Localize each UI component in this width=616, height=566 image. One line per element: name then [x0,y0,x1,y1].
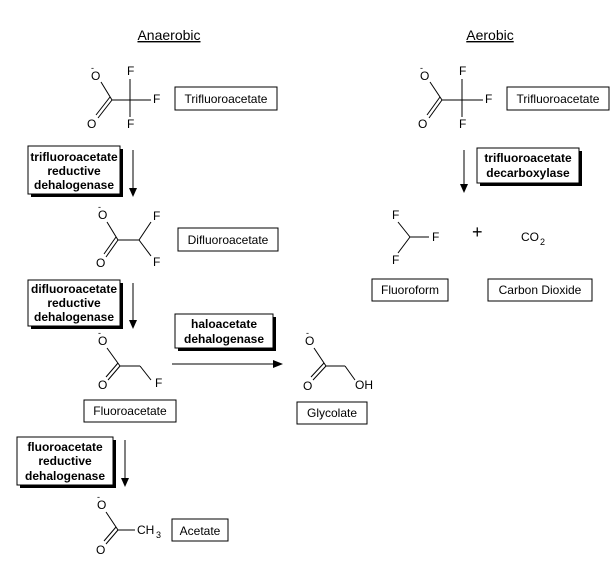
svg-text:F: F [155,376,162,390]
enzyme-label: fluoroacetate [27,440,103,454]
svg-text:-: - [98,202,101,212]
heading-aerobic: Aerobic [466,27,513,43]
enzyme-label: difluoroacetate [31,282,117,296]
svg-text:F: F [153,209,160,223]
enzyme-label: reductive [38,454,92,468]
box-glycolate [296,401,368,425]
enzyme-label: haloacetate [191,317,257,331]
label-trifluoroacetate-aerobic: Trifluoroacetate [517,92,600,106]
arrowhead-icon [129,320,137,329]
enzyme-label: dehalogenase [25,469,105,483]
label-trifluoroacetate-anaerobic: Trifluoroacetate [185,92,268,106]
structure-fluoroacetate: O - O F [98,328,162,392]
box-carbon-dioxide [487,278,593,302]
enzyme-label: dehalogenase [184,332,264,346]
svg-text:O: O [98,208,107,222]
plus-sign: + [472,222,483,242]
svg-text:-: - [91,63,94,73]
structure-carbon-dioxide: CO 2 [521,230,545,247]
svg-text:O: O [420,69,429,83]
svg-text:F: F [432,230,439,244]
arrowhead-icon [273,360,283,368]
enzyme-label: reductive [47,296,101,310]
svg-text:2: 2 [540,237,545,247]
box-fluoroform [371,278,449,302]
enzyme-label: decarboxylase [486,166,570,180]
svg-text:O: O [303,379,312,393]
svg-text:F: F [392,253,399,267]
label-fluoroacetate: Fluoroacetate [93,404,167,418]
svg-text:F: F [153,255,160,269]
label-difluoroacetate: Difluoroacetate [188,233,269,247]
label-acetate: Acetate [180,524,221,538]
arrowhead-icon [129,188,137,197]
enzyme-box-trifluoroacetate-decarboxylase [476,147,580,184]
svg-text:F: F [153,92,160,106]
svg-text:O: O [98,378,107,392]
svg-text:F: F [485,92,492,106]
svg-text:-: - [306,328,309,338]
svg-text:CH: CH [137,523,154,537]
svg-text:F: F [127,64,134,78]
enzyme-label: trifluoroacetate [484,151,572,165]
box-trifluoroacetate-aerobic [506,86,610,111]
structure-trifluoroacetate-anaerobic: O - O F F F [87,63,160,131]
svg-text:F: F [392,208,399,222]
heading-anaerobic: Anaerobic [137,27,200,43]
enzyme-label: reductive [47,164,101,178]
svg-text:O: O [305,334,314,348]
structure-acetate: O - O CH 3 [96,492,161,557]
box-trifluoroacetate-anaerobic [174,86,278,111]
structure-difluoroacetate: O - O F F [96,202,160,270]
svg-text:O: O [96,543,105,557]
label-glycolate: Glycolate [307,406,357,420]
box-difluoroacetate [177,227,279,252]
arrowhead-icon [121,478,129,487]
box-fluoroacetate [83,399,177,423]
enzyme-label: dehalogenase [34,178,114,192]
enzyme-box-trifluoroacetate-reductive-dehalogenase [27,145,121,195]
svg-text:O: O [97,498,106,512]
box-acetate [171,518,229,542]
enzyme-box-haloacetate-dehalogenase [174,313,274,349]
svg-text:F: F [127,117,134,131]
enzyme-label: trifluoroacetate [30,150,118,164]
svg-text:OH: OH [355,378,373,392]
enzyme-label: dehalogenase [34,310,114,324]
svg-text:O: O [418,117,427,131]
svg-text:O: O [98,334,107,348]
svg-text:O: O [91,69,100,83]
label-carbon-dioxide: Carbon Dioxide [499,283,582,297]
svg-text:-: - [97,492,100,502]
svg-text:CO: CO [521,230,539,244]
enzyme-box-fluoroacetate-reductive-dehalogenase [16,436,114,486]
svg-text:3: 3 [156,530,161,540]
svg-text:-: - [420,63,423,73]
svg-text:F: F [459,117,466,131]
svg-text:O: O [87,117,96,131]
svg-text:O: O [96,256,105,270]
enzyme-box-difluoroacetate-reductive-dehalogenase [27,279,121,327]
svg-text:F: F [459,64,466,78]
structure-fluoroform: F F F [392,208,439,267]
label-fluoroform: Fluoroform [381,283,439,297]
arrowhead-icon [460,184,468,193]
svg-text:-: - [98,328,101,338]
structure-glycolate: O - O OH [303,328,373,393]
structure-trifluoroacetate-aerobic: O - O F F F [418,63,492,131]
